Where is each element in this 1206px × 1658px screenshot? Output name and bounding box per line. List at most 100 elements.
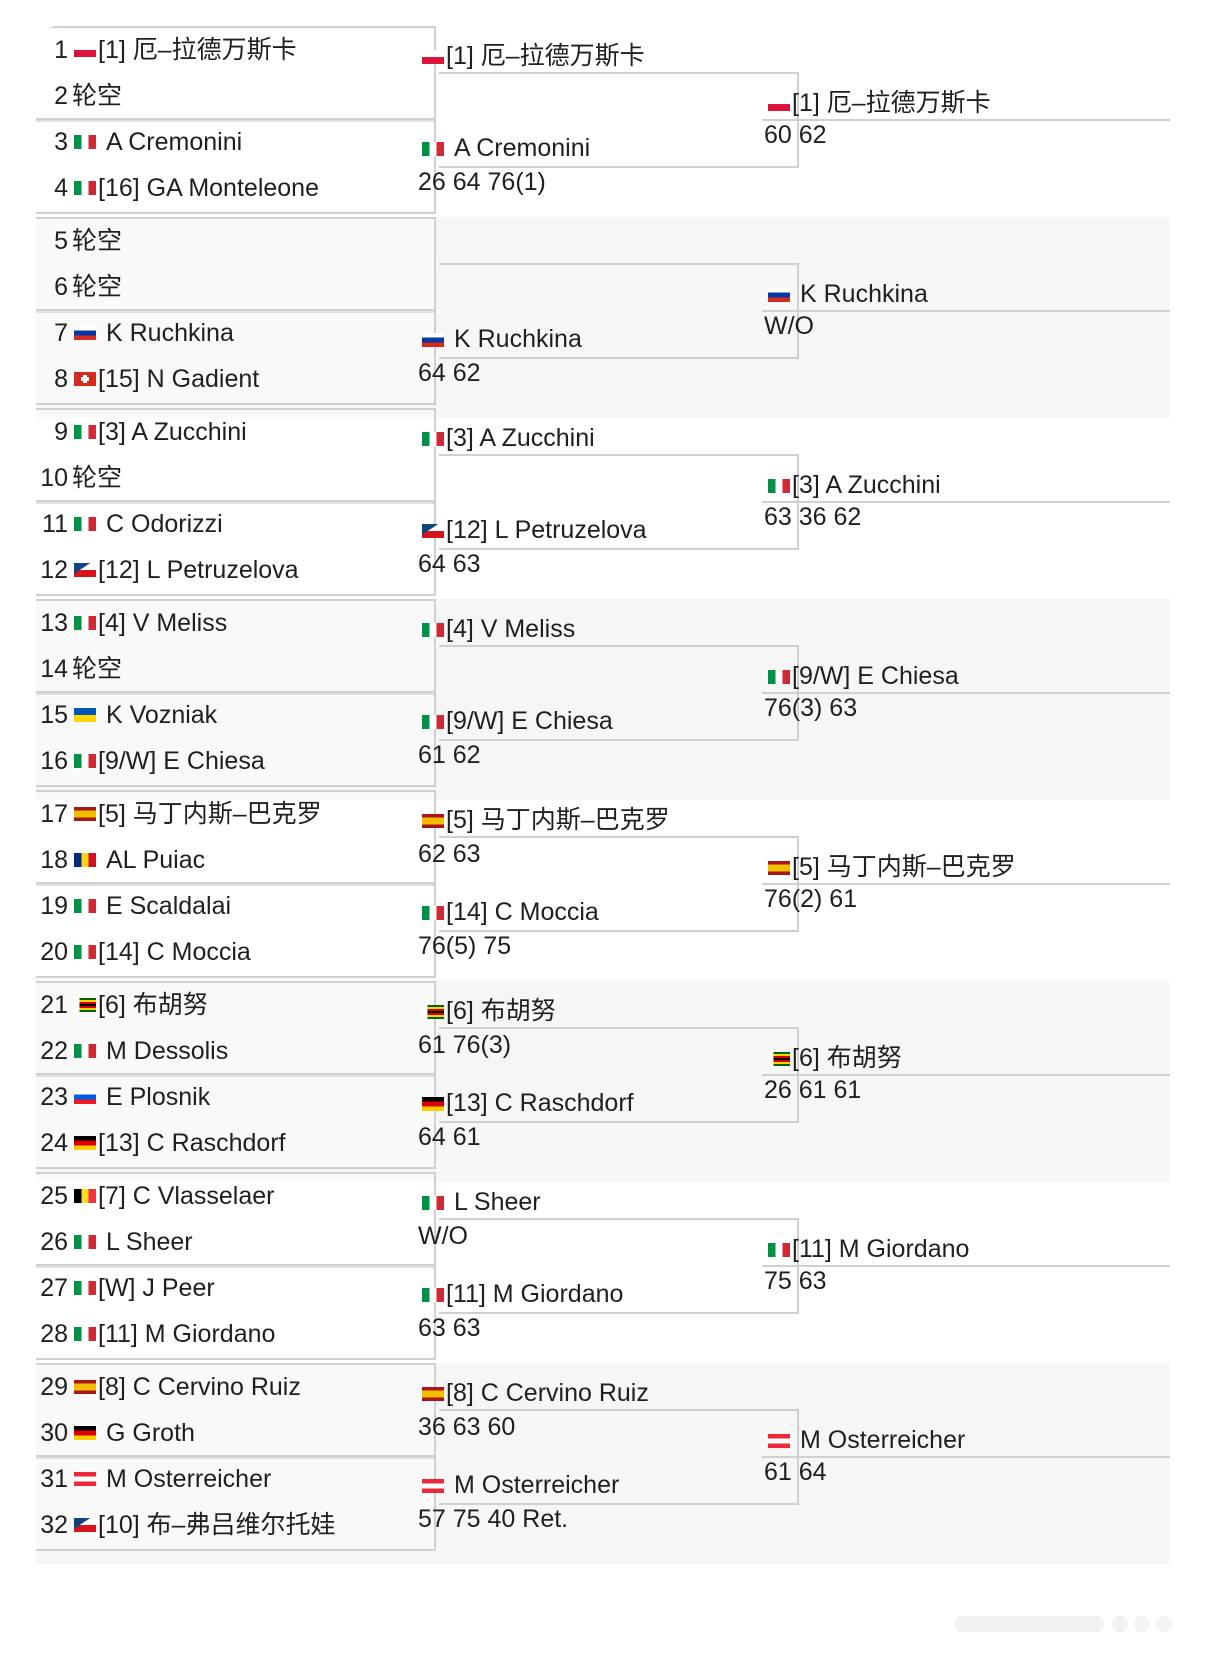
draw-position: 31 [40,1464,68,1493]
draw-position: 8 [54,364,68,393]
round1-entry: 21[6] 布胡努 [36,981,436,1029]
flag-ita-icon [74,1327,96,1341]
player-name: G Groth [106,1418,195,1447]
flag-ita-icon [422,622,444,637]
round1-match-box [36,1455,436,1551]
draw-position: 7 [54,318,68,347]
player-name: [11] M Giordano [98,1319,276,1348]
round2-score: 36 63 60 [418,1413,516,1441]
player-name: [12] L Petruzelova [446,516,647,544]
round1-match-box [36,1264,436,1360]
draw-position: 32 [40,1510,68,1539]
flag-esp-icon [768,860,790,875]
player-name: A Cremonini [454,134,591,162]
round2-entry: L Sheer [418,1190,541,1215]
player-name: L Sheer [106,1227,193,1256]
player-name: [5] 马丁内斯–巴克罗 [446,806,670,834]
round2-entry: A Cremonini [418,136,590,161]
round2-entry: [8] C Cervino Ruiz [418,1381,649,1406]
draw-position: 11 [42,509,68,538]
flag-ita-icon [74,754,96,768]
round1-entry: 29 [8] C Cervino Ruiz [36,1363,436,1411]
round1-entry: 24[13] C Raschdorf [36,1119,436,1167]
player-name: 轮空 [72,81,123,110]
player-name: [1] 厄–拉德万斯卡 [792,89,991,117]
flag-cze-icon [422,523,444,538]
player-name: [14] C Moccia [98,937,251,966]
flag-zim-icon [768,1051,790,1066]
player-name: K Vozniak [106,700,218,729]
draw-position: 16 [40,746,68,775]
flag-ger-icon [422,1096,444,1111]
flag-ita-icon [74,517,96,531]
round1-entry: 1[1] 厄–拉德万斯卡 [36,26,436,74]
flag-ita-icon [74,899,96,913]
round3-entry: [9/W] E Chiesa [764,664,959,689]
flag-rus-icon [74,326,96,340]
draw-position: 29 [40,1372,68,1401]
draw-position: 5 [54,226,68,255]
player-name: [8] C Cervino Ruiz [98,1372,301,1401]
player-name: [14] C Moccia [446,898,599,926]
round2-score: 61 76(3) [418,1031,512,1059]
round1-match-box [36,217,436,313]
player-name: [15] N Gadient [98,364,260,393]
draw-position: 15 [40,700,68,729]
round3-line [762,692,1170,694]
round3-entry: [11] M Giordano [764,1237,969,1262]
flag-ita-icon [768,478,790,493]
round1-entry: 9[3] A Zucchini [36,408,436,456]
draw-position: 17 [40,799,68,828]
player-name: [4] V Meliss [446,615,576,643]
round3-line [762,1265,1170,1267]
player-name: 轮空 [72,226,123,255]
flag-ita-icon [74,135,96,149]
round2-entry: [3] A Zucchini [418,426,595,451]
round3-line [762,883,1170,885]
player-name: 轮空 [72,463,123,492]
round1-entry: 12[12] L Petruzelova [36,546,436,594]
round3-score: 63 36 62 [764,503,862,531]
flag-ukr-icon [74,708,96,722]
round2-score: 62 63 [418,840,481,868]
flag-aut-icon [422,1478,444,1493]
draw-position: 2 [54,81,68,110]
draw-position: 1 [54,35,68,64]
round3-line [762,310,1170,312]
round2-entry: [1] 厄–拉德万斯卡 [418,44,645,69]
round3-entry: [1] 厄–拉德万斯卡 [764,91,991,116]
player-name: 轮空 [72,272,123,301]
flag-aut-icon [74,1472,96,1486]
player-name: [10] 布–弗吕维尔托娃 [98,1510,336,1539]
draw-position: 27 [40,1273,68,1302]
round1-entry: 32 [10] 布–弗吕维尔托娃 [36,1501,436,1549]
round1-match-box [36,1363,436,1459]
player-name: [9/W] E Chiesa [98,746,265,775]
player-name: E Scaldalai [106,891,232,920]
round1-match-box [36,882,436,978]
flag-ita-icon [768,669,790,684]
player-name: [7] C Vlasselaer [98,1181,275,1210]
draw-position: 4 [54,173,68,202]
flag-slo-icon [74,1090,96,1104]
player-name: [4] V Meliss [98,608,228,637]
draw-position: 12 [40,555,68,584]
flag-ita-icon [74,616,96,630]
flag-ita-icon [422,1287,444,1302]
round1-entry: 28[11] M Giordano [36,1310,436,1358]
round1-match-box [36,408,436,504]
round1-entry: 8 [15] N Gadient [36,355,436,403]
